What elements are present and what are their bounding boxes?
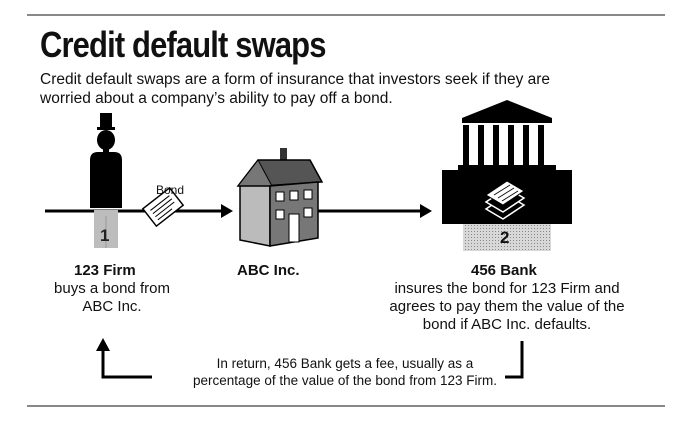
firm-description-line-1: buys a bond from — [54, 280, 170, 297]
subtitle: Credit default swaps are a form of insur… — [40, 70, 660, 108]
bank-description-line-2: agrees to pay them the value of the — [389, 298, 625, 315]
firm-description-line-2: ABC Inc. — [82, 298, 142, 315]
bank-description: insures the bond for 123 Firm and agrees… — [382, 280, 632, 334]
arrow-firm-to-company — [45, 204, 233, 218]
bottom-rule — [27, 405, 665, 407]
bank-name: 456 Bank — [471, 262, 537, 279]
firm-description: buys a bond from ABC Inc. — [32, 280, 192, 316]
page-title: Credit default swaps — [40, 24, 326, 65]
fee-footnote: In return, 456 Bank gets a fee, usually … — [130, 355, 560, 389]
company-name: ABC Inc. — [237, 262, 300, 279]
return-flow-connector — [96, 338, 524, 379]
firm-step-number: 1 — [100, 226, 110, 245]
bank-description-line-3: bond if ABC Inc. defaults. — [422, 316, 592, 333]
bank-icon — [442, 100, 572, 251]
bond-icon — [141, 186, 185, 228]
fee-footnote-line-2: percentage of the value of the bond from… — [193, 373, 497, 388]
bond-label: Bond — [156, 183, 185, 197]
subtitle-line-1: Credit default swaps are a form of insur… — [40, 71, 551, 88]
arrow-company-to-bank — [318, 204, 432, 218]
stacked-bonds-icon — [484, 180, 526, 220]
subtitle-line-2: worried about a company’s ability to pay… — [40, 90, 393, 107]
bank-step-number: 2 — [500, 228, 510, 247]
bank-description-line-1: insures the bond for 123 Firm and — [394, 280, 620, 297]
investor-icon — [90, 113, 122, 248]
house-icon — [236, 148, 324, 247]
top-rule — [27, 14, 665, 16]
fee-footnote-line-1: In return, 456 Bank gets a fee, usually … — [216, 356, 474, 371]
firm-name: 123 Firm — [74, 262, 136, 279]
